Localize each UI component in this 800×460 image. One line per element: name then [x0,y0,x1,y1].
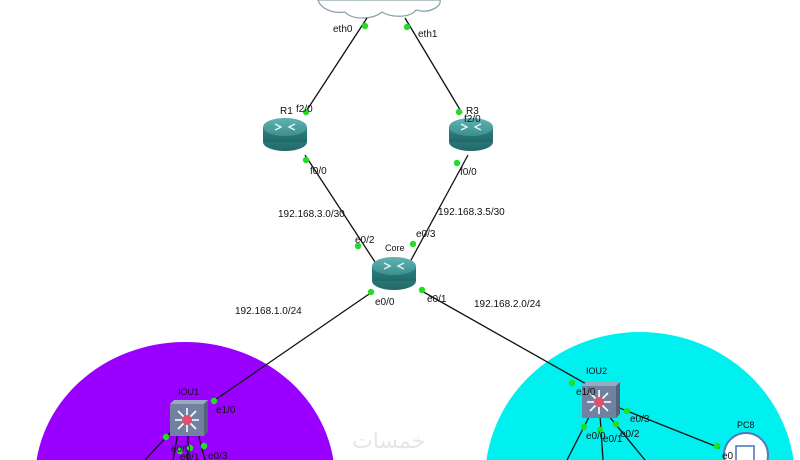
port-label: f0/0 [310,166,327,177]
link-iou1-e01[interactable] [172,432,179,460]
label-iou2: IOU2 [586,366,607,376]
port-label: e0/3 [630,414,650,425]
router-arrows-icon [274,123,296,131]
port-label: eth0 [333,24,353,35]
label-r1: R1 [280,106,293,117]
link-cloud-r1[interactable] [304,17,368,114]
port-label: e1/0 [216,405,236,416]
port-label: e0/2 [620,429,640,440]
switch-iou1[interactable] [170,400,208,436]
subnet-label-r3-core: 192.168.3.5/30 [438,207,505,218]
port-label: e0/3 [416,229,436,240]
router-r1[interactable] [263,118,307,151]
cloud-icon[interactable] [317,0,441,19]
port-label: e0/0 [586,431,606,442]
port-label: f0/0 [460,167,477,178]
subnet-label-r1-core: 192.168.3.0/30 [278,209,345,220]
label-r3: R3 [466,106,479,117]
port-dots [162,22,721,455]
pc-pc8[interactable] [723,432,769,460]
label-iou1: IOU1 [178,387,199,397]
port-label: eth1 [418,29,438,40]
subnet-label-core-iou2: 192.168.2.0/24 [474,299,541,310]
link-iou2-pc8[interactable] [611,404,721,449]
port-label: e0/3 [208,451,228,460]
port-label: e0/0 [171,444,191,455]
link-iou2-e01[interactable] [599,414,604,460]
label-core: Core [385,243,405,253]
router-core[interactable] [372,257,416,290]
zone-iou2 [486,332,794,460]
router-arrows-icon [383,262,405,270]
port-label: f2/0 [464,114,481,125]
router-arrows-icon [460,123,482,131]
port-label: e0/2 [355,235,375,246]
switch-iou2[interactable] [582,382,620,418]
port-label: e0/1 [180,452,200,460]
link-iou2-e00[interactable] [566,414,591,460]
router-r3[interactable] [449,118,493,151]
port-label: e1/0 [576,387,596,398]
link-r3-core[interactable] [409,154,469,263]
link-cloud-r3[interactable] [404,17,463,114]
port-label: e0/1 [427,294,447,305]
subnet-label-core-iou1: 192.168.1.0/24 [235,306,302,317]
label-pc8: PC8 [737,420,755,430]
port-label: e0/1 [603,434,623,445]
link-core-iou1[interactable] [211,291,373,403]
port-label: e0 [722,451,734,460]
monitor-icon [735,445,755,460]
port-label: f2/0 [296,104,313,115]
port-label: e0/0 [375,297,395,308]
link-r1-core[interactable] [304,154,376,263]
watermark: خمسات [352,429,425,454]
link-core-iou2[interactable] [419,289,589,386]
